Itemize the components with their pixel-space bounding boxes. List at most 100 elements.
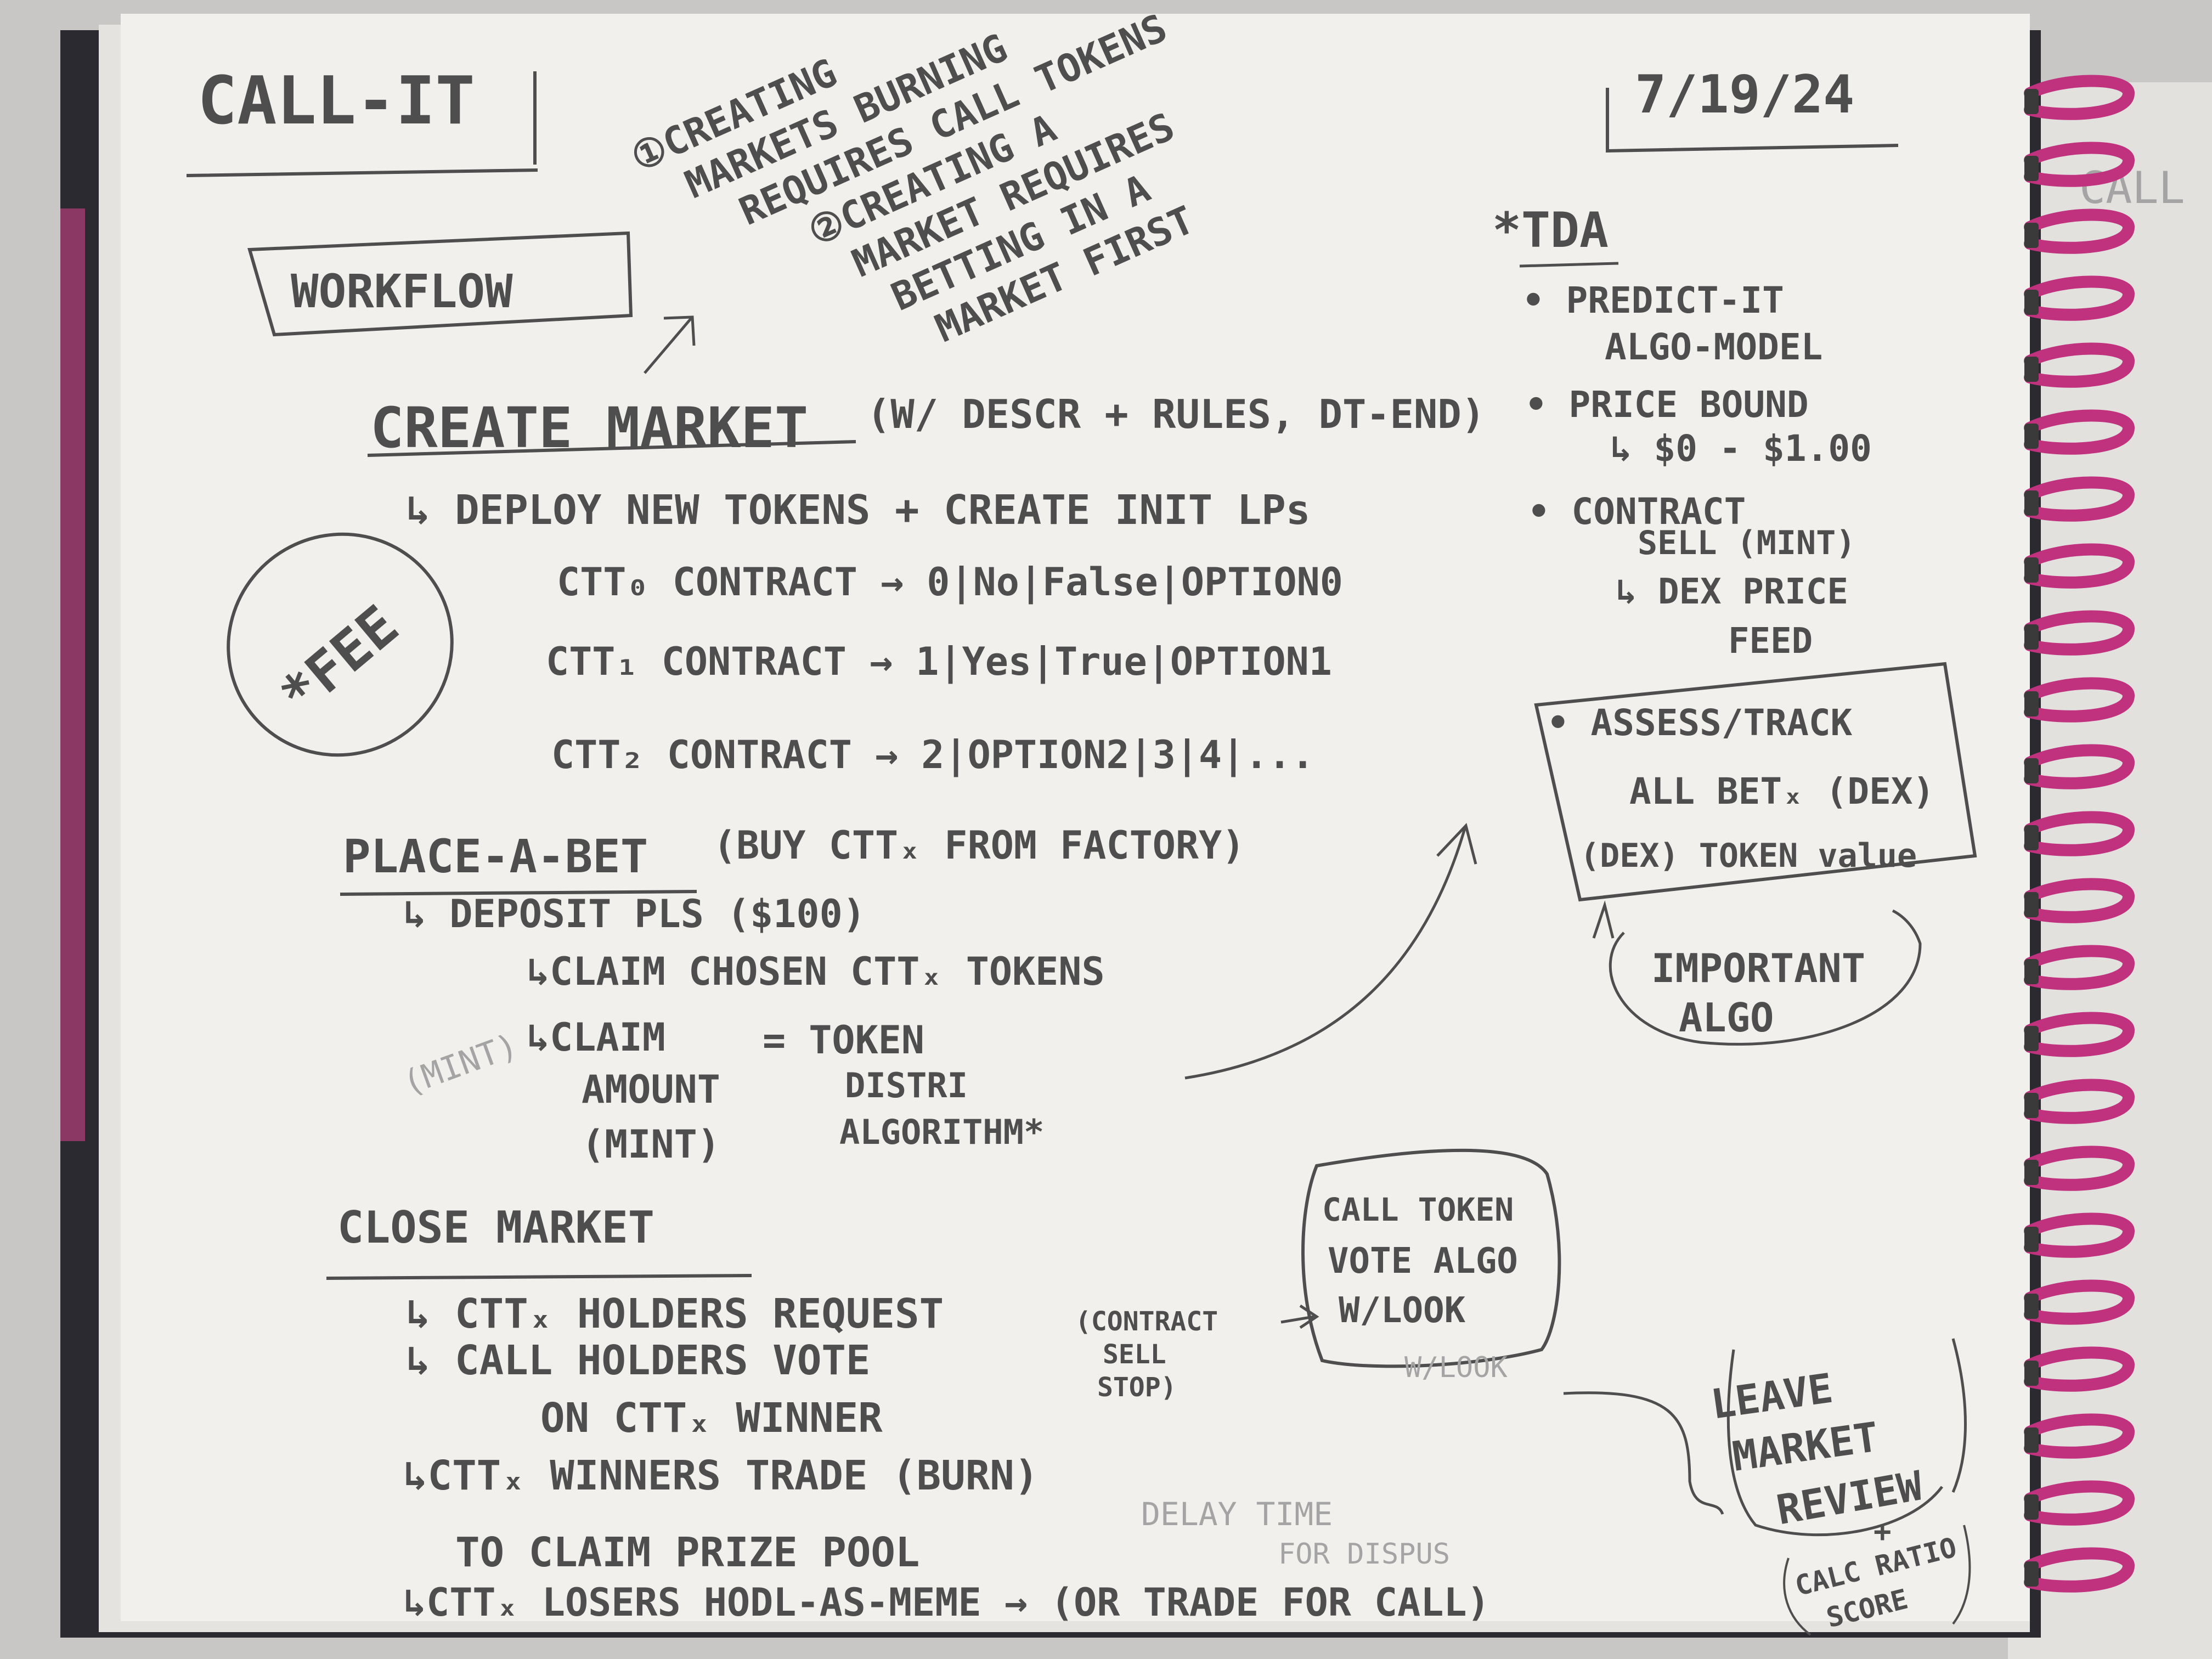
- contract-paren-line: (CONTRACT: [1075, 1306, 1218, 1337]
- date-underline: [1606, 88, 1899, 153]
- spiral-hole: [2024, 1427, 2039, 1453]
- important-bracket: [1609, 909, 1922, 1046]
- cover-stripe: [60, 208, 85, 1141]
- spiral-ring: [2024, 409, 2135, 455]
- close-market-underline: [326, 1274, 752, 1280]
- spiral-ring: [2024, 1480, 2135, 1526]
- tda-bullet: • PREDICT-IT: [1522, 279, 1784, 321]
- tda-bullet: ↳ DEX PRICE: [1616, 572, 1848, 612]
- spiral-ring: [2024, 75, 2135, 120]
- leave-bracket: [1726, 1338, 1967, 1537]
- spiral-hole: [2024, 758, 2039, 783]
- place-bet-params: (BUY CTTₓ FROM FACTORY): [713, 823, 1245, 868]
- important-line: IMPORTANT: [1651, 945, 1865, 991]
- arrow-up-small-icon: [1592, 900, 1615, 939]
- contract-paren-line: SELL: [1103, 1339, 1166, 1370]
- spiral-ring: [2024, 476, 2135, 522]
- contract-line: CTT₂ CONTRACT → 2|OPTION2|3|4|...: [551, 732, 1314, 777]
- spiral-hole: [2024, 959, 2039, 984]
- contract-paren-line: STOP): [1097, 1372, 1177, 1403]
- important-line: ALGO: [1679, 995, 1774, 1041]
- call-token-line: VOTE ALGO: [1328, 1241, 1518, 1282]
- assess-line: (DEX) TOKEN value: [1580, 837, 1917, 875]
- place-bet-underline: [340, 890, 697, 896]
- close-step: ON CTTₓ WINNER: [540, 1395, 883, 1442]
- spiral-hole: [2024, 557, 2039, 583]
- spiral-hole: [2024, 825, 2039, 850]
- bet-step: AMOUNT: [582, 1067, 720, 1112]
- spiral-ring: [2024, 945, 2135, 990]
- bet-step: ALGORITHM*: [839, 1112, 1044, 1152]
- faint-note: DELAY TIME: [1141, 1496, 1333, 1533]
- score-bracket: [1783, 1525, 1971, 1636]
- contract-line: CTT₀ CONTRACT → 0|No|False|OPTION0: [557, 560, 1343, 605]
- spiral-ring: [2024, 1212, 2135, 1258]
- assess-box: [1534, 662, 1977, 902]
- page-date: 7/19/24: [1635, 65, 1854, 125]
- tda-bullet: FEED: [1728, 621, 1813, 662]
- spiral-ring: [2024, 1146, 2135, 1191]
- arrow-up-icon: [644, 315, 696, 374]
- spiral-hole: [2024, 892, 2039, 917]
- assess-line: ALL BETₓ (DEX): [1629, 770, 1934, 812]
- bet-step: ↳ DEPOSIT PLS ($100): [403, 891, 866, 936]
- spiral-hole: [2024, 1561, 2039, 1587]
- spiral-ring: [2024, 1547, 2135, 1593]
- spiral-hole: [2024, 156, 2039, 181]
- tda-bullet: SELL (MINT): [1638, 524, 1855, 562]
- spiral-ring: [2024, 1079, 2135, 1124]
- spiral-hole: [2024, 691, 2039, 716]
- spiral-hole: [2024, 1361, 2039, 1386]
- arrow-to-tda-icon: [1184, 822, 1477, 1080]
- create-market-params: (W/ DESCR + RULES, DT-END): [867, 391, 1485, 437]
- leave-arrow: [1563, 1391, 1724, 1515]
- spiral-hole: [2024, 624, 2039, 650]
- spiral-hole: [2024, 290, 2039, 315]
- tda-bullet: ALGO-MODEL: [1605, 326, 1822, 368]
- call-token-line: W/LOOK: [1339, 1290, 1466, 1331]
- spiral-hole: [2024, 1093, 2039, 1118]
- workflow-box: [247, 231, 633, 337]
- contract-line: CTT₁ CONTRACT → 1|Yes|True|OPTION1: [546, 639, 1332, 684]
- spiral-binding: [2024, 75, 2135, 1593]
- title-underline: [186, 71, 538, 177]
- close-step: ↳CTTₓ LOSERS HODL-AS-MEME → (OR TRADE FO…: [403, 1580, 1490, 1625]
- bet-step: ↳CLAIM: [527, 1015, 665, 1060]
- spiral-ring: [2024, 208, 2135, 254]
- tda-bullet: • CONTRACT: [1528, 490, 1746, 533]
- spiral-ring: [2024, 878, 2135, 923]
- assess-line: • ASSESS/TRACK: [1547, 702, 1853, 744]
- spiral-ring: [2024, 1346, 2135, 1392]
- place-bet-heading: PLACE-A-BET: [343, 830, 648, 883]
- bet-step: = TOKEN: [763, 1018, 924, 1063]
- spiral-ring: [2024, 142, 2135, 187]
- close-step: TO CLAIM PRIZE POOL: [455, 1529, 919, 1576]
- spiral-hole: [2024, 1227, 2039, 1252]
- bet-step: DISTRI: [845, 1065, 968, 1105]
- spiral-ring: [2024, 811, 2135, 856]
- tda-bullet: ↳ $0 - $1.00: [1610, 427, 1872, 470]
- call-token-box: [1301, 1148, 1561, 1368]
- deploy-step: ↳ DEPLOY NEW TOKENS + CREATE INIT LPs: [406, 487, 1310, 534]
- tda-underline: [1519, 262, 1619, 268]
- spiral-hole: [2024, 357, 2039, 382]
- create-market-underline: [367, 440, 856, 457]
- spiral-hole: [2024, 1494, 2039, 1520]
- spiral-ring: [2024, 1012, 2135, 1057]
- page-title: CALL-IT: [198, 63, 475, 139]
- spiral-ring: [2024, 543, 2135, 589]
- close-step: ↳CTTₓ WINNERS TRADE (BURN): [403, 1452, 1039, 1499]
- spiral-hole: [2024, 89, 2039, 114]
- spiral-hole: [2024, 424, 2039, 449]
- spiral-ring: [2024, 1279, 2135, 1325]
- close-step: ↳ CTTₓ HOLDERS REQUEST: [406, 1290, 944, 1338]
- spiral-ring: [2024, 275, 2135, 321]
- create-market-heading: CREATE MARKET: [370, 396, 808, 461]
- spiral-ring: [2024, 744, 2135, 789]
- faint-note: W/LOOK: [1404, 1351, 1508, 1384]
- workflow-label: WORKFLOW: [291, 264, 513, 318]
- close-market-heading: CLOSE MARKET: [337, 1202, 654, 1253]
- fee-circle: [227, 532, 454, 757]
- leave-line: +: [1874, 1514, 1892, 1549]
